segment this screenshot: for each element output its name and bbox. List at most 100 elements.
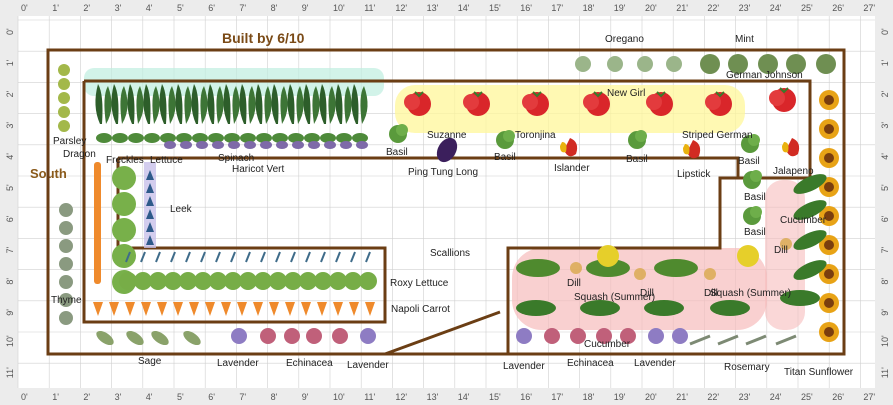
roxy-lettuce-head: [299, 272, 317, 290]
ruler-bottom-label: 6': [208, 392, 215, 402]
ruler-top-label: 13': [427, 3, 439, 13]
kale-leaf: [143, 84, 151, 124]
mint-plant: [728, 54, 748, 74]
scallion-plant: [200, 251, 206, 263]
rosemary-plant: [717, 334, 739, 346]
zucchini-plant: [516, 259, 560, 277]
roxy-lettuce-head: [194, 272, 212, 290]
kale-leaf: [264, 86, 272, 124]
sage-plant: [126, 330, 144, 346]
ruler-right-label: 11': [880, 367, 890, 378]
perimeter-border: [46, 48, 846, 356]
thyme-plant: [59, 311, 73, 325]
ruler-bottom-label: 11': [364, 392, 375, 402]
oregano-plant: [575, 56, 591, 72]
plan-title: Built by 6/10: [222, 30, 305, 46]
parsley-plant: [58, 120, 70, 132]
napoli-carrot-plant: [157, 302, 167, 316]
ruler-bottom-label: 0': [21, 392, 28, 402]
kale-leaf: [360, 86, 368, 124]
label-basil-6: Basil: [744, 227, 766, 238]
mint-plant: [786, 54, 806, 74]
scallion-plant: [245, 251, 251, 263]
ruler-bottom-label: 13': [427, 392, 439, 402]
kale-leaf: [207, 84, 215, 124]
bean-plant: [340, 141, 352, 149]
kale-leaf: [127, 84, 135, 124]
ruler-bottom-label: 3': [115, 392, 122, 402]
roxy-lettuce-head: [254, 272, 272, 290]
ruler-bottom-label: 23': [739, 392, 751, 402]
bean-plant: [196, 141, 208, 149]
napoli-carrot-plant: [365, 302, 375, 316]
ruler-top-label: 7': [239, 3, 246, 13]
label-dragon: Dragon: [63, 149, 96, 160]
eggplant-plant: [436, 137, 458, 163]
ruler-top-label: 25': [801, 3, 813, 13]
mint-plant: [816, 54, 836, 74]
mint-plant: [758, 54, 778, 74]
label-suzanne: Suzanne: [427, 130, 467, 141]
left-ruler: [0, 0, 18, 405]
kale-leaf: [136, 86, 144, 124]
label-lavender-3: Lavender: [503, 361, 545, 372]
ruler-right-label: 0': [880, 28, 890, 35]
ruler-right-label: 6': [880, 215, 890, 222]
tomato-plant: [705, 94, 721, 110]
napoli-carrot-plant: [141, 302, 151, 316]
ruler-top-label: 14': [458, 3, 470, 13]
ruler-top-label: 24': [770, 3, 782, 13]
dill-plant: [570, 262, 582, 274]
scallion-plant: [275, 251, 281, 263]
scallion-plant: [260, 251, 266, 263]
ruler-top-label: 8': [271, 3, 278, 13]
label-toronjina: Toronjina: [515, 130, 556, 141]
scallion-plant: [365, 251, 371, 263]
kale-leaf: [287, 84, 295, 124]
parsley-plant: [58, 78, 70, 90]
thyme-plant: [59, 221, 73, 235]
ruler-bottom-label: 7': [239, 392, 246, 402]
flower-plant: [570, 328, 586, 344]
ruler-left-label: 5': [5, 184, 15, 191]
yellow-squash-plant: [597, 245, 619, 267]
label-oregano: Oregano: [605, 34, 644, 45]
flower-plant: [260, 328, 276, 344]
ruler-bottom-label: 2': [83, 392, 90, 402]
label-lavender-2: Lavender: [347, 360, 389, 371]
kale-leaf: [111, 84, 119, 124]
inner-path-top: [118, 156, 740, 178]
bean-plant: [228, 141, 240, 149]
label-islander: Islander: [554, 163, 590, 174]
sunflower-center: [824, 240, 834, 250]
label-german-johnson: German Johnson: [726, 70, 803, 81]
bean-plant: [244, 141, 256, 149]
kale-leaf: [232, 86, 240, 124]
ruler-bottom-label: 26': [832, 392, 844, 402]
dill-plant: [780, 238, 792, 250]
ruler-left-label: 4': [5, 153, 15, 160]
flower-plant: [332, 328, 348, 344]
lettuce-head: [112, 166, 136, 190]
sage-plant: [151, 330, 169, 346]
leek-plant: [146, 222, 154, 232]
bottom-ruler: [0, 388, 893, 405]
kale-leaf: [248, 86, 256, 124]
parsley-plant: [58, 106, 70, 118]
kale-leaf: [168, 86, 176, 124]
label-echinacea-2: Echinacea: [567, 358, 614, 369]
flower-plant: [672, 328, 688, 344]
kale-leaf: [255, 84, 263, 124]
scallion-plant: [290, 251, 296, 263]
leek-plant: [146, 183, 154, 193]
tomato-stem: [656, 91, 666, 98]
ruler-top-label: 2': [83, 3, 90, 13]
label-leek: Leek: [170, 204, 193, 215]
label-napoli-carrot: Napoli Carrot: [391, 304, 450, 315]
cucumber-plant: [793, 174, 827, 194]
bean-plant: [260, 141, 272, 149]
bean-plant: [356, 141, 368, 149]
kale-leaf: [296, 86, 304, 124]
spinach-plant: [128, 133, 144, 143]
roxy-lettuce-head: [149, 272, 167, 290]
